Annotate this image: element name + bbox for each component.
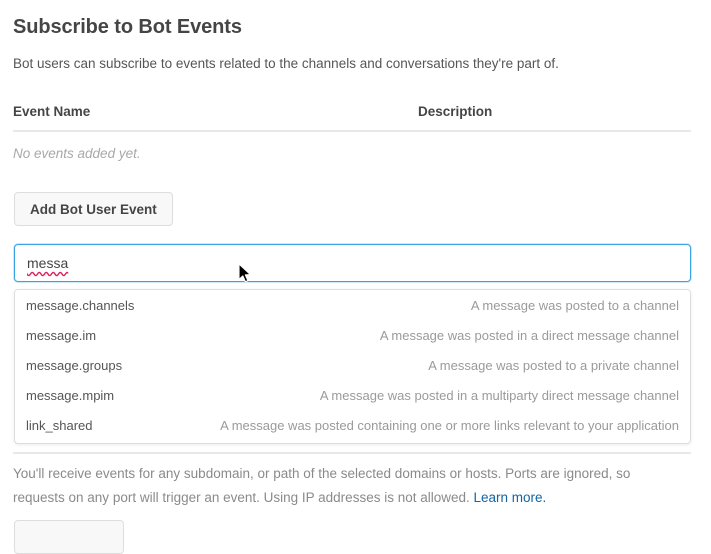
event-option[interactable]: message.im A message was posted in a dire…: [15, 320, 690, 350]
save-changes-button[interactable]: [14, 520, 124, 554]
page-subtitle: Bot users can subscribe to events relate…: [13, 56, 559, 71]
app-settings-page: Subscribe to Bot Events Bot users can su…: [13, 16, 691, 554]
event-option-description: A message was posted to a private channe…: [428, 357, 679, 373]
events-empty-message: No events added yet.: [13, 146, 141, 161]
event-option-name: message.mpim: [26, 387, 115, 403]
helper-text: You'll receive events for any subdomain,…: [13, 462, 681, 510]
learn-more-link[interactable]: Learn more.: [473, 490, 547, 505]
page-title: Subscribe to Bot Events: [13, 16, 242, 38]
event-option-name: message.im: [26, 327, 97, 343]
event-option-description: A message was posted containing one or m…: [220, 417, 679, 433]
event-option-name: message.groups: [26, 357, 123, 373]
event-search-input-value: messa: [27, 255, 69, 271]
column-header-description: Description: [418, 104, 493, 119]
section-divider: [13, 452, 691, 454]
event-option[interactable]: link_shared A message was posted containi…: [15, 410, 690, 440]
event-option[interactable]: message.groups A message was posted to a …: [15, 350, 690, 380]
helper-text-body: You'll receive events for any subdomain,…: [13, 466, 631, 505]
events-table-header: Event Name Description: [13, 104, 691, 124]
event-option[interactable]: message.mpim A message was posted in a mu…: [15, 380, 690, 410]
event-option-name: link_shared: [26, 417, 93, 433]
event-suggestions-dropdown[interactable]: message.channels A message was posted to …: [14, 289, 691, 444]
event-option-description: A message was posted to a channel: [470, 297, 679, 313]
column-header-event-name: Event Name: [13, 104, 91, 119]
event-search-input[interactable]: messa: [14, 244, 691, 282]
add-bot-user-event-button[interactable]: Add Bot User Event: [14, 192, 173, 226]
event-option-description: A message was posted in a multiparty dir…: [319, 387, 679, 403]
event-option[interactable]: message.channels A message was posted to …: [15, 290, 690, 320]
event-option-description: A message was posted in a direct message…: [379, 327, 679, 343]
table-header-divider: [13, 130, 691, 132]
event-option-name: message.channels: [26, 297, 135, 313]
